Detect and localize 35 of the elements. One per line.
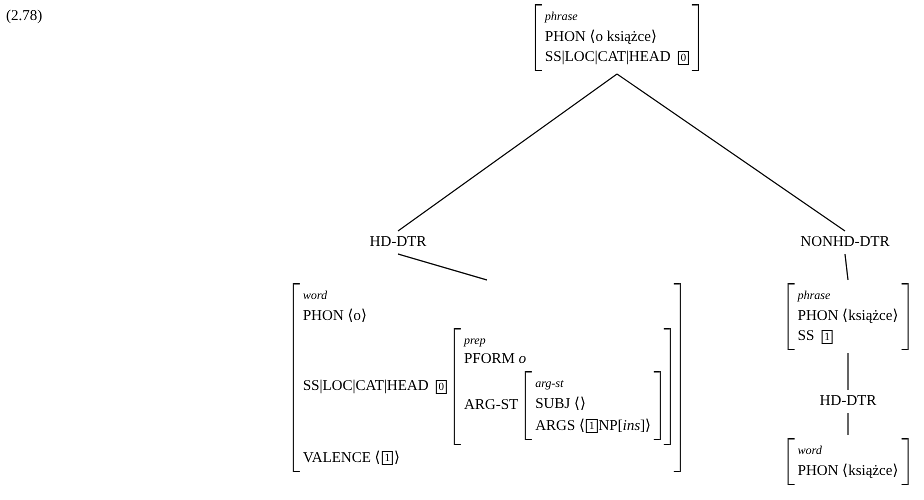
feature-text: PHON ⟨książce⟩ bbox=[798, 462, 898, 480]
node-label: NONHD-DTR bbox=[800, 234, 890, 251]
node-label: HD-DTR bbox=[820, 393, 876, 410]
type-label: word bbox=[302, 288, 328, 303]
tree-branch bbox=[398, 74, 618, 232]
feature-text: SS|LOC|CAT|HEAD bbox=[302, 378, 429, 395]
feature-text: PHON ⟨książce⟩ bbox=[798, 307, 898, 325]
tree-branch bbox=[398, 253, 488, 281]
type-label: arg-st bbox=[535, 376, 564, 391]
feature-text: PHON ⟨o⟩ bbox=[302, 307, 367, 325]
tree-branch bbox=[847, 413, 849, 435]
feature-text: SS bbox=[798, 328, 814, 345]
feature-text: SUBJ ⟨⟩ bbox=[535, 395, 586, 413]
feature-text: NP[ins]⟩ bbox=[598, 417, 652, 435]
feature-text: VALENCE ⟨ bbox=[302, 449, 381, 467]
type-label: phrase bbox=[798, 288, 830, 303]
feature-text: PFORM o bbox=[464, 351, 526, 368]
feature-text: SS|LOC|CAT|HEAD bbox=[544, 49, 671, 66]
feature-text: PHON ⟨o książce⟩ bbox=[544, 28, 657, 46]
type-label: phrase bbox=[544, 9, 578, 24]
tree-branch bbox=[847, 353, 849, 390]
tag-box: 0 bbox=[436, 380, 448, 394]
tag-box: 1 bbox=[586, 418, 598, 432]
node-label: HD-DTR bbox=[370, 234, 426, 251]
example-number: (2.78) bbox=[6, 8, 42, 25]
tag-box: 0 bbox=[678, 50, 690, 64]
tree-branch bbox=[844, 254, 849, 280]
tag-box: 1 bbox=[821, 330, 833, 344]
feature-text: ARG-ST bbox=[464, 397, 518, 414]
tree-branch bbox=[616, 74, 846, 232]
tag-box: 1 bbox=[382, 450, 394, 464]
feature-text: ARGS ⟨ bbox=[535, 417, 585, 435]
type-label: word bbox=[798, 443, 822, 458]
type-label: prep bbox=[464, 333, 486, 348]
feature-text: ⟩ bbox=[394, 449, 400, 467]
